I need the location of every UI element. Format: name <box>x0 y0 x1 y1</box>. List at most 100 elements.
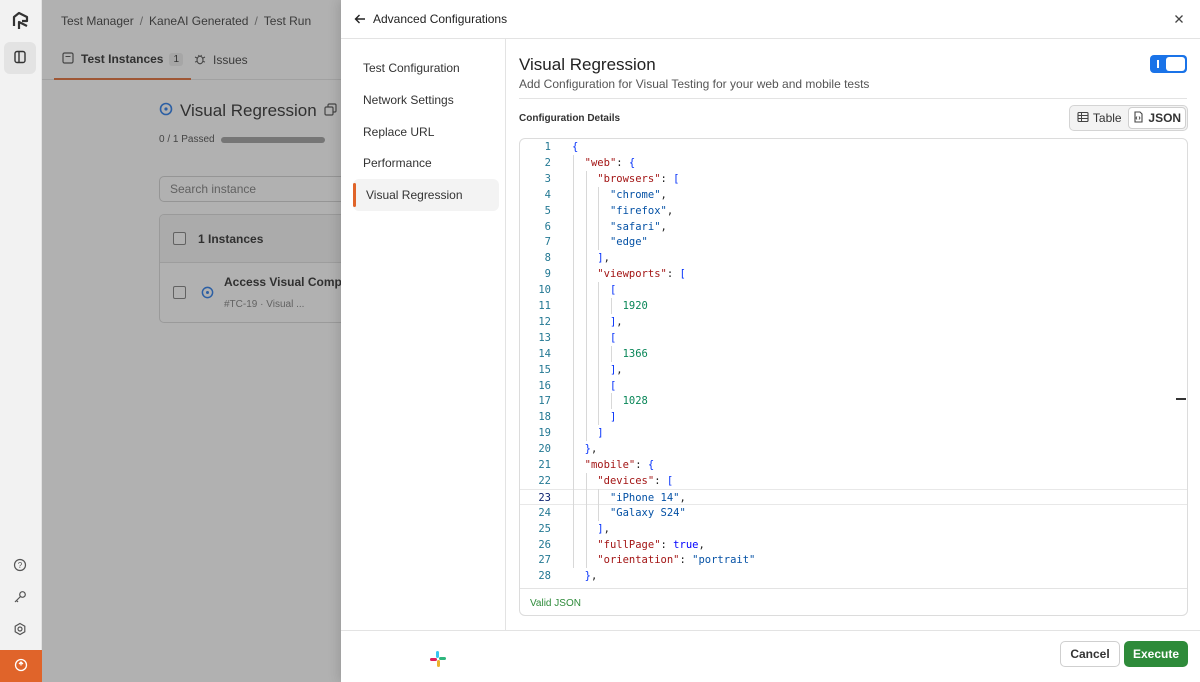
indent-guide <box>598 488 600 521</box>
settings-icon[interactable] <box>12 621 28 637</box>
bug-icon <box>194 53 206 68</box>
code-text: "fullPage": true, <box>597 538 705 551</box>
code-line[interactable]: 22 "devices": [ <box>520 473 1187 489</box>
code-line[interactable]: 15 ], <box>520 362 1187 378</box>
section-title: Visual Regression <box>519 55 656 74</box>
cancel-button[interactable]: Cancel <box>1060 641 1120 667</box>
code-line[interactable]: 19 ] <box>520 425 1187 441</box>
json-editor[interactable]: 1{2 "web": {3 "browsers": [4 "chrome",5 … <box>519 138 1188 616</box>
toggle-knob <box>1166 57 1185 71</box>
code-line[interactable]: 28 }, <box>520 568 1187 584</box>
nav-item-visual-regression[interactable]: Visual Regression <box>353 179 499 211</box>
nav-item-replace-url[interactable]: Replace URL <box>363 125 435 139</box>
code-line[interactable]: 5 "firefox", <box>520 203 1187 219</box>
breadcrumb-kaneai-generated[interactable]: KaneAI Generated <box>149 14 249 28</box>
code-line[interactable]: 17 1028 <box>520 393 1187 409</box>
code-line[interactable]: 21 "mobile": { <box>520 457 1187 473</box>
code-line[interactable]: 12 ], <box>520 314 1187 330</box>
divider <box>519 98 1187 99</box>
table-row[interactable]: Access Visual Compar #TC-19 · Visual ... <box>160 263 398 322</box>
left-rail: ? <box>0 0 42 682</box>
code-line[interactable]: 26 "fullPage": true, <box>520 537 1187 553</box>
code-text: }, <box>584 570 598 583</box>
user-menu-button[interactable] <box>0 650 42 682</box>
json-view-button[interactable]: JSON <box>1127 107 1186 129</box>
validation-status: Valid JSON <box>520 588 1187 615</box>
configuration-details-label: Configuration Details <box>519 113 621 124</box>
line-number: 25 <box>538 522 551 535</box>
line-number: 27 <box>538 554 551 567</box>
scrollbar-marker[interactable] <box>1176 398 1186 400</box>
code-text: "firefox", <box>609 204 674 217</box>
code-line[interactable]: 27 "orientation": "portrait" <box>520 552 1187 568</box>
instances-tab-icon <box>62 51 74 67</box>
code-line[interactable]: 10 [ <box>520 282 1187 298</box>
code-line[interactable]: 9 "viewports": [ <box>520 266 1187 282</box>
tab-test-instances[interactable]: Test Instances 1 <box>54 40 192 80</box>
code-line[interactable]: 16 [ <box>520 378 1187 394</box>
execute-button[interactable]: Execute <box>1124 641 1188 667</box>
code-line[interactable]: 4 "chrome", <box>520 187 1187 203</box>
instance-name[interactable]: Access Visual Compar <box>224 275 354 289</box>
code-text: [ <box>609 379 617 392</box>
code-line[interactable]: 11 1920 <box>520 298 1187 314</box>
help-icon[interactable]: ? <box>12 557 28 573</box>
code-text: "safari", <box>609 220 667 233</box>
table-view-label: Table <box>1092 111 1122 125</box>
instance-meta: #TC-19 · Visual ... <box>224 299 305 310</box>
test-manager-nav-button[interactable] <box>4 42 36 74</box>
json-editor-code[interactable]: 1{2 "web": {3 "browsers": [4 "chrome",5 … <box>520 139 1187 588</box>
code-text: "mobile": { <box>584 459 655 471</box>
close-icon[interactable] <box>1172 12 1186 26</box>
select-all-checkbox[interactable] <box>173 232 186 245</box>
section-subtitle: Add Configuration for Visual Testing for… <box>519 77 870 91</box>
line-number: 22 <box>538 474 551 487</box>
row-checkbox[interactable] <box>173 286 186 299</box>
code-text: "Galaxy S24" <box>609 506 686 519</box>
back-arrow-icon[interactable] <box>353 12 367 26</box>
advanced-configurations-drawer: Advanced Configurations Test Configurati… <box>341 0 1200 682</box>
status-pending-icon <box>201 286 214 302</box>
code-text: "orientation": "portrait" <box>597 554 756 567</box>
drawer-footer: Cancel Execute <box>341 630 1200 682</box>
code-line[interactable]: 7 "edge" <box>520 234 1187 250</box>
line-number: 16 <box>538 379 551 392</box>
copy-icon[interactable] <box>324 101 337 121</box>
drawer-header: Advanced Configurations <box>341 0 1200 39</box>
code-line[interactable]: 13 [ <box>520 330 1187 346</box>
visual-regression-toggle[interactable] <box>1150 55 1187 73</box>
code-line[interactable]: 20 }, <box>520 441 1187 457</box>
slack-icon[interactable] <box>428 649 448 669</box>
code-line[interactable]: 2 "web": { <box>520 155 1187 171</box>
line-number: 24 <box>538 506 551 519</box>
code-text: 1366 <box>622 347 648 360</box>
code-line[interactable]: 18 ] <box>520 409 1187 425</box>
nav-item-network-settings[interactable]: Network Settings <box>363 93 454 107</box>
code-line[interactable]: 1{ <box>520 139 1187 155</box>
code-line[interactable]: 23 "iPhone 14", <box>520 488 1187 505</box>
indent-guide <box>585 170 587 442</box>
test-title: Visual Regression <box>159 101 337 121</box>
code-line[interactable]: 8 ], <box>520 250 1187 266</box>
code-line[interactable]: 25 ], <box>520 521 1187 537</box>
tab-issues[interactable]: Issues <box>194 40 248 80</box>
code-line[interactable]: 14 1366 <box>520 346 1187 362</box>
code-text: "chrome", <box>609 188 667 201</box>
code-text: ], <box>609 363 623 376</box>
key-icon[interactable] <box>12 589 28 605</box>
json-file-icon <box>1132 110 1144 126</box>
json-view-label: JSON <box>1148 111 1182 125</box>
nav-item-test-configuration[interactable]: Test Configuration <box>363 61 460 75</box>
status-pending-icon <box>159 101 173 121</box>
modal-backdrop[interactable] <box>42 0 383 682</box>
nav-item-performance[interactable]: Performance <box>363 156 432 170</box>
code-line[interactable]: 3 "browsers": [ <box>520 171 1187 187</box>
code-line[interactable]: 24 "Galaxy S24" <box>520 505 1187 521</box>
code-text: "devices": [ <box>597 474 674 487</box>
line-number: 21 <box>538 459 551 471</box>
breadcrumb-test-manager[interactable]: Test Manager <box>61 14 134 28</box>
app-logo-icon[interactable] <box>11 11 31 31</box>
indent-guide <box>598 186 600 251</box>
code-line[interactable]: 6 "safari", <box>520 219 1187 235</box>
table-view-button[interactable]: Table <box>1071 107 1128 129</box>
